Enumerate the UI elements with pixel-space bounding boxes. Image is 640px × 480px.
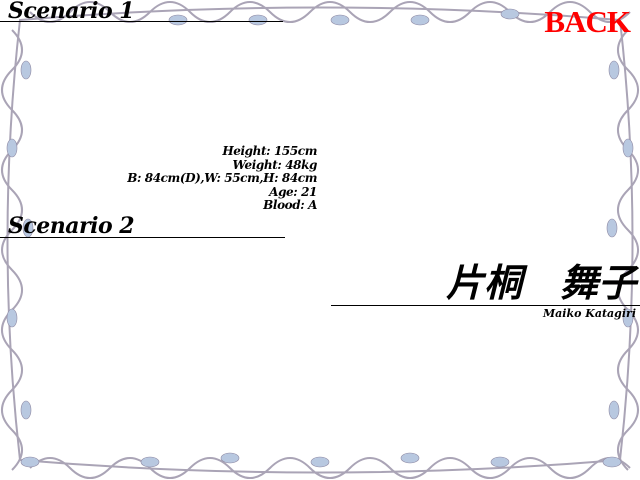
weight-stat: Weight: 48kg: [232, 157, 317, 172]
character-name-japanese: 片桐 舞子: [445, 261, 636, 305]
profile-stats: Height: 155cm Weight: 48kg B: 84cm(D),W:…: [127, 144, 317, 213]
measurements-stat: B: 84cm(D),W: 55cm,H: 84cm: [127, 171, 317, 185]
blood-stat: Blood: A: [263, 198, 317, 212]
character-name-english: Maiko Katagiri: [542, 307, 636, 320]
scenario-1-underline: [0, 21, 283, 22]
back-button[interactable]: BACK: [544, 4, 631, 39]
scenario-2-link[interactable]: Scenario 2: [8, 213, 135, 239]
scenario-2-underline: [0, 237, 285, 238]
height-stat: Height: 155cm: [222, 144, 317, 158]
age-stat: Age: 21: [269, 184, 317, 199]
scenario-1-link[interactable]: Scenario 1: [8, 0, 135, 24]
name-underline: [331, 305, 640, 306]
